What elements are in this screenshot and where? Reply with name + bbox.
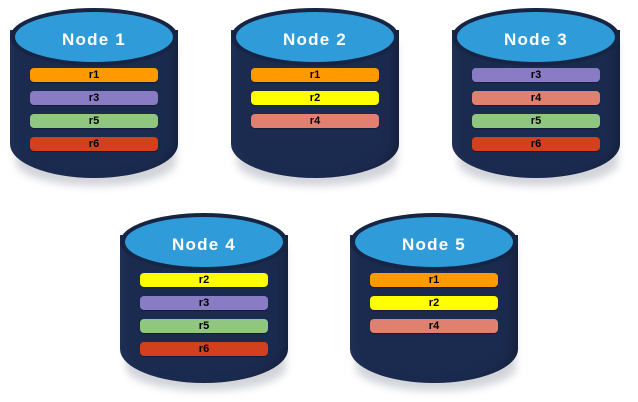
node-cylinder-3[interactable]: Node 3 r3 r4 r5 r6: [452, 8, 620, 186]
replica-label: r1: [88, 68, 100, 81]
replica-bar-r6[interactable]: r6: [140, 342, 268, 356]
replica-bar-r5[interactable]: r5: [140, 319, 268, 333]
replica-label: r2: [428, 296, 440, 309]
replica-label: r2: [198, 273, 210, 286]
replica-bar-r3[interactable]: r3: [30, 91, 158, 105]
node-top-disc: Node 3: [457, 12, 615, 62]
replica-bar-r5[interactable]: r5: [472, 114, 600, 128]
replica-label: r1: [428, 273, 440, 286]
node-cylinder-1[interactable]: Node 1 r1 r3 r5 r6: [10, 8, 178, 186]
replica-bar-r4[interactable]: r4: [472, 91, 600, 105]
node-title: Node 5: [402, 234, 466, 254]
node-top-disc: Node 2: [236, 12, 394, 62]
node-title: Node 1: [62, 29, 126, 49]
replica-label: r6: [530, 137, 542, 150]
node-title: Node 4: [172, 234, 236, 254]
replica-list: r2 r3 r5 r6: [140, 273, 268, 365]
replica-list: r1 r3 r5 r6: [30, 68, 158, 160]
node-cylinder-2[interactable]: Node 2 r1 r2 r4: [231, 8, 399, 186]
node-top-disc: Node 1: [15, 12, 173, 62]
replica-list: r1 r2 r4: [251, 68, 379, 137]
replica-label: r5: [198, 319, 210, 332]
replica-label: r3: [530, 68, 542, 81]
replica-bar-r2[interactable]: r2: [370, 296, 498, 310]
replica-bar-r4[interactable]: r4: [370, 319, 498, 333]
replica-bar-r4[interactable]: r4: [251, 114, 379, 128]
replica-label: r3: [198, 296, 210, 309]
node-top-disc: Node 4: [125, 217, 283, 267]
replica-bar-r1[interactable]: r1: [251, 68, 379, 82]
replica-bar-r6[interactable]: r6: [472, 137, 600, 151]
replica-bar-r6[interactable]: r6: [30, 137, 158, 151]
replica-bar-r1[interactable]: r1: [30, 68, 158, 82]
node-title: Node 2: [283, 29, 347, 49]
node-top-disc: Node 5: [355, 217, 513, 267]
node-cylinder-5[interactable]: Node 5 r1 r2 r4: [350, 213, 518, 391]
replica-bar-r3[interactable]: r3: [472, 68, 600, 82]
replica-label: r4: [309, 114, 321, 127]
replica-bar-r2[interactable]: r2: [140, 273, 268, 287]
replica-label: r5: [88, 114, 100, 127]
replica-label: r4: [530, 91, 542, 104]
replica-label: r6: [198, 342, 210, 355]
replica-label: r4: [428, 319, 440, 332]
replica-label: r3: [88, 91, 100, 104]
replica-bar-r5[interactable]: r5: [30, 114, 158, 128]
replica-list: r1 r2 r4: [370, 273, 498, 342]
node-cylinder-4[interactable]: Node 4 r2 r3 r5 r6: [120, 213, 288, 391]
replica-bar-r3[interactable]: r3: [140, 296, 268, 310]
replica-label: r1: [309, 68, 321, 81]
replica-label: r2: [309, 91, 321, 104]
replica-label: r5: [530, 114, 542, 127]
replica-bar-r2[interactable]: r2: [251, 91, 379, 105]
replica-bar-r1[interactable]: r1: [370, 273, 498, 287]
node-title: Node 3: [504, 29, 568, 49]
replica-list: r3 r4 r5 r6: [472, 68, 600, 160]
replica-label: r6: [88, 137, 100, 150]
